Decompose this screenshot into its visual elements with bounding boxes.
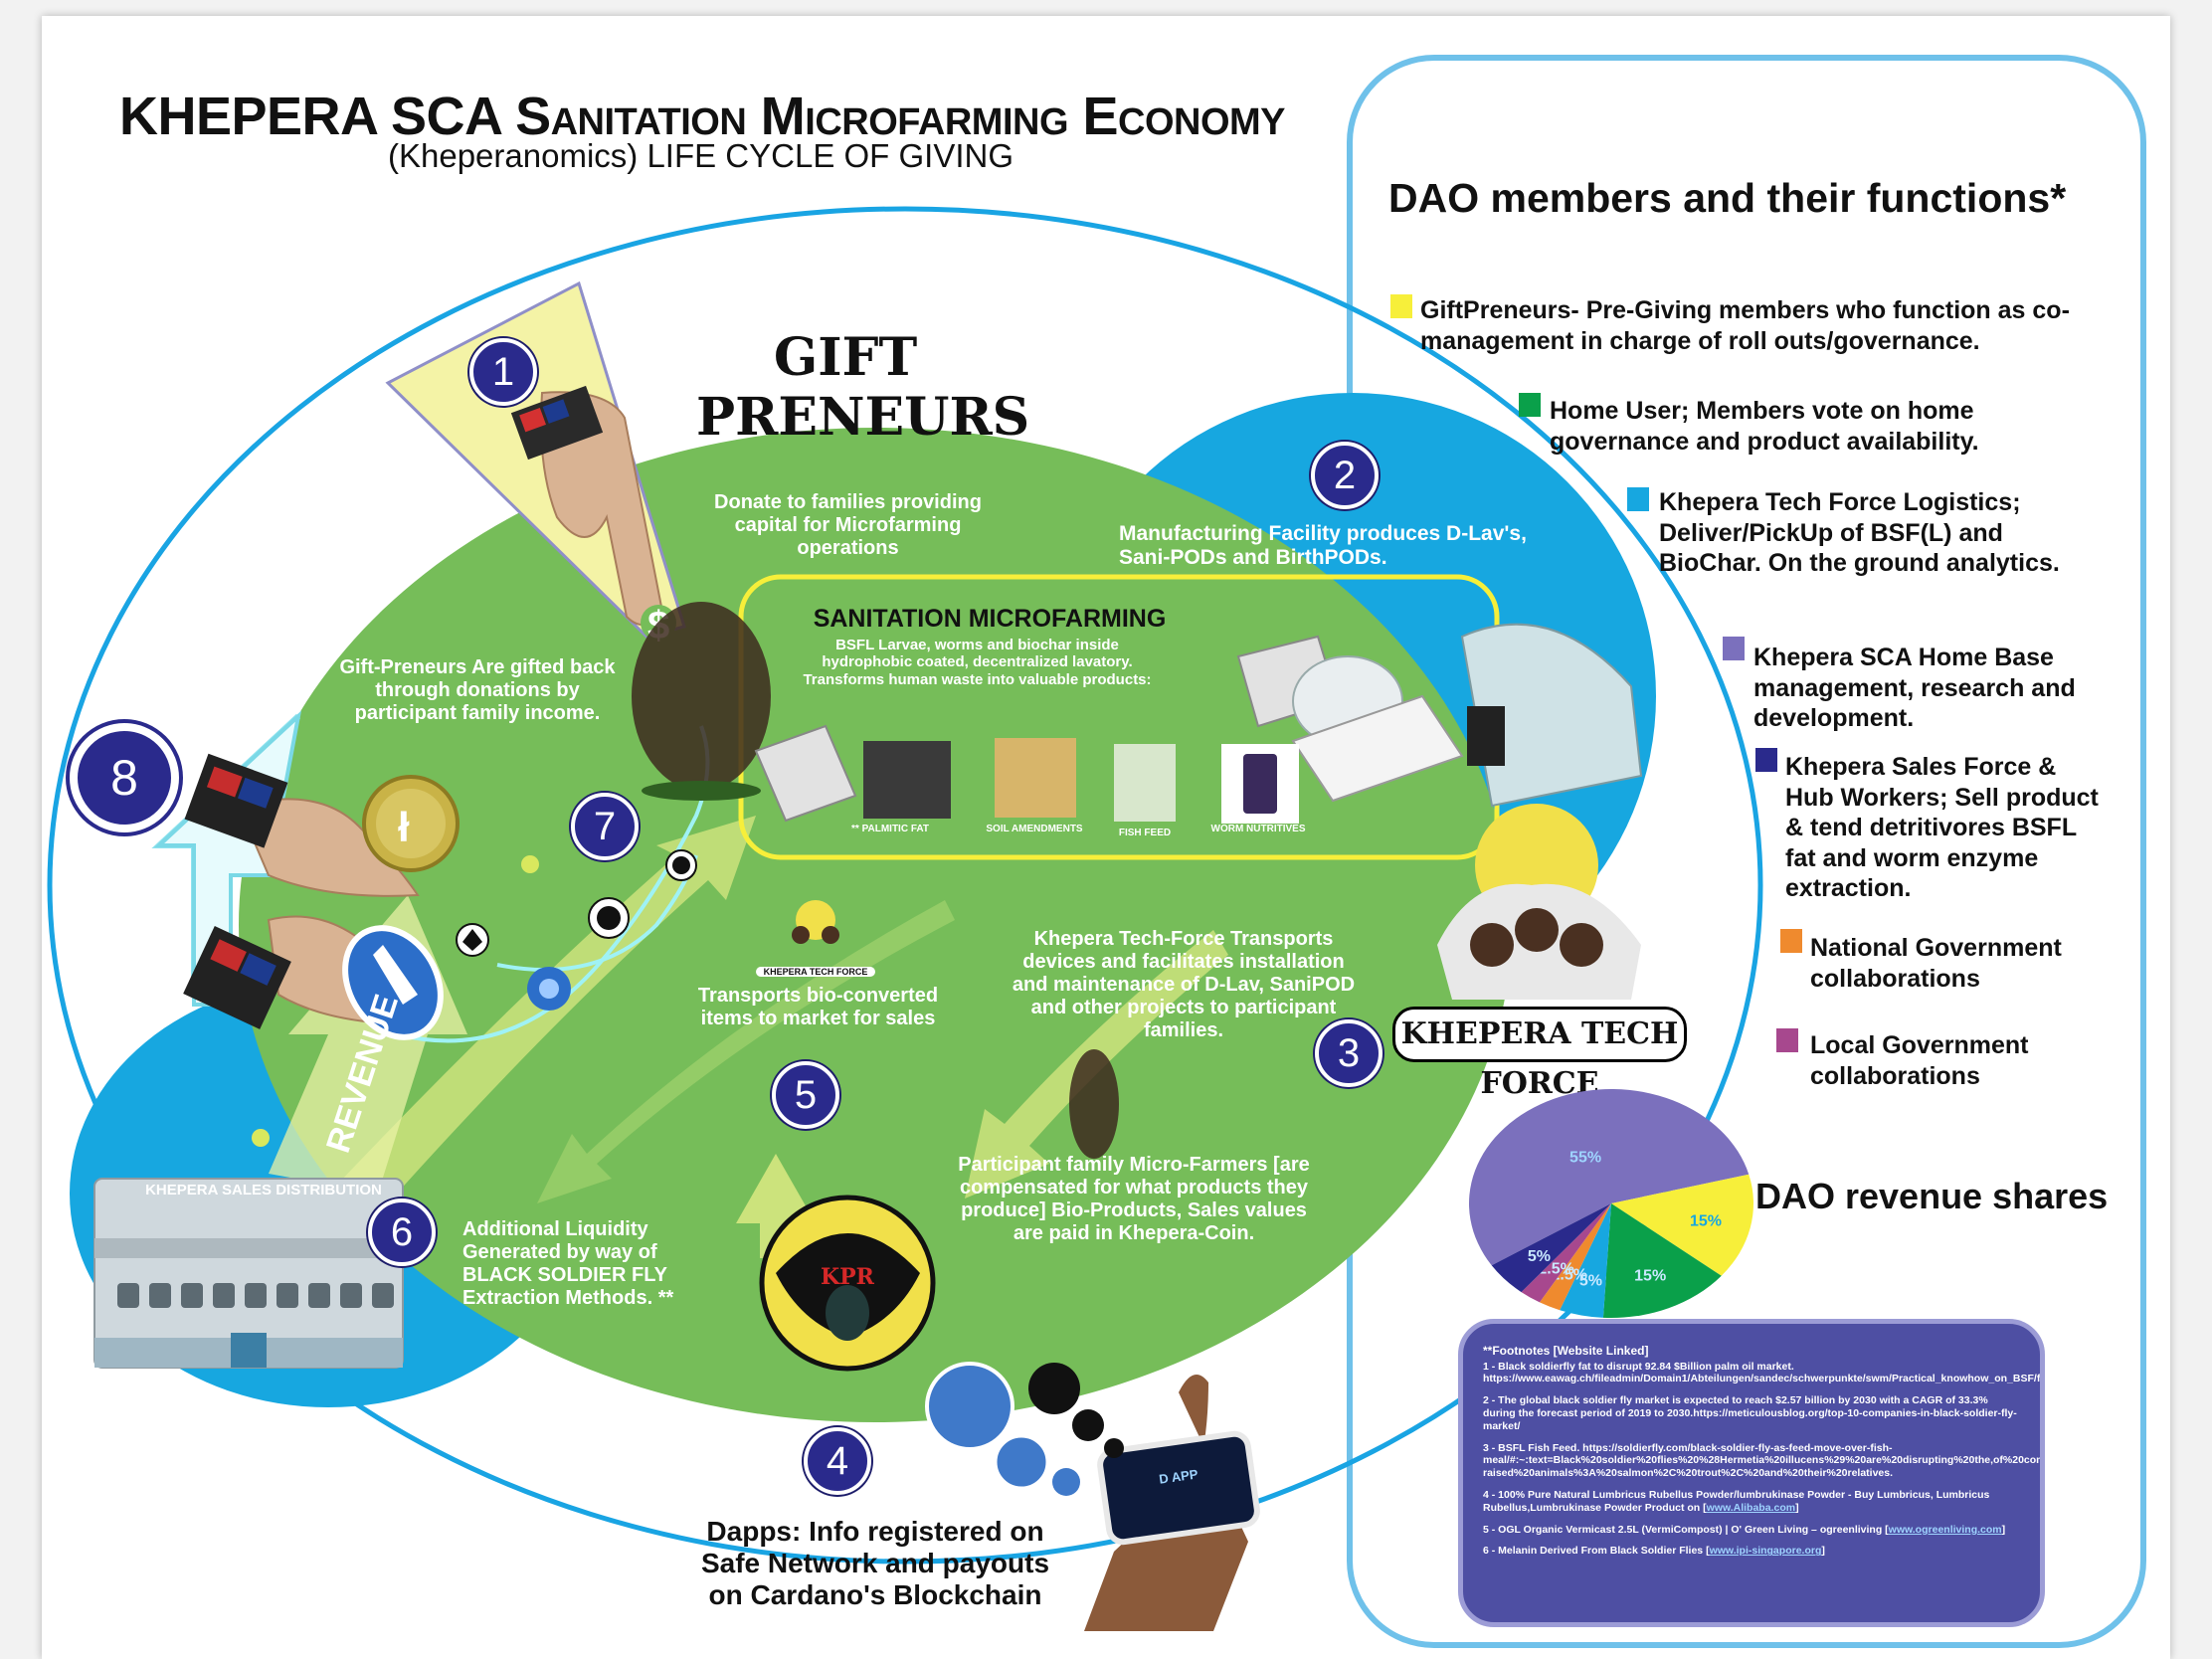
product-palmitic-fat-image xyxy=(863,741,951,819)
legend-local-gov: Local Government collaborations xyxy=(1810,1031,2029,1090)
step-3-badge: 3 xyxy=(1315,1019,1382,1087)
legend-swatch-giftpreneurs xyxy=(1390,294,1412,318)
legend-sales-force: Khepera Sales Force & Hub Workers; Sell … xyxy=(1785,753,2099,902)
footnote-3: 3 - BSFL Fish Feed. https://soldierfly.c… xyxy=(1483,1441,2045,1480)
tech-transports-text: Khepera Tech-Force Transports devices an… xyxy=(1012,928,1356,1041)
legend-giftpreneurs: GiftPreneurs- Pre-Giving members who fun… xyxy=(1420,296,2070,355)
sales-distribution-label: KHEPERA SALES DISTRIBUTION xyxy=(145,1182,382,1198)
legend-swatch-sales-force xyxy=(1755,748,1777,772)
pie-slice-5 xyxy=(1539,1203,1611,1311)
sanitation-title: SANITATION MICROFARMING xyxy=(813,605,1167,633)
pie-label-1: 55% xyxy=(1569,1150,1601,1167)
product-palmitic-fat-label: ** PALMITIC FAT xyxy=(851,824,929,834)
svg-text:ł: ł xyxy=(398,804,410,850)
product-fish-feed-image xyxy=(1114,744,1176,822)
legend-swatch-national-gov xyxy=(1780,929,1802,953)
pie-label-3: 15% xyxy=(1634,1268,1666,1285)
d-lav-device xyxy=(754,724,857,823)
dao-revenue-pie-chart: 55%15%15%5%2.5%2.5%5% xyxy=(1469,1089,1753,1318)
product-worm-label: WORM NUTRITIVES xyxy=(1210,824,1306,834)
legend-swatch-home-user xyxy=(1519,393,1541,417)
pie-slice-2 xyxy=(1611,1174,1753,1276)
step-1-badge: 1 xyxy=(469,338,537,406)
micro-farmers-text: Participant family Micro-Farmers [are co… xyxy=(958,1154,1310,1244)
step-6-badge: 6 xyxy=(368,1198,436,1266)
legend-swatch-tech-force xyxy=(1627,487,1649,511)
liquidity-text: Additional Liquidity Generated by way of… xyxy=(462,1218,674,1309)
product-soil-image xyxy=(995,738,1076,818)
pie-slice-4 xyxy=(1560,1203,1611,1318)
dapp-phone xyxy=(1097,1430,1260,1546)
legend-home-user: Home User; Members vote on home governan… xyxy=(1550,397,1979,456)
footnote-1: 1 - Black soldierfly fat to disrupt 92.8… xyxy=(1483,1360,2045,1385)
legend-national-gov: National Government collaborations xyxy=(1810,934,2062,993)
pie-slice-1 xyxy=(1469,1089,1750,1266)
subtitle: (Kheperanomics) LIFE CYCLE OF GIVING xyxy=(388,137,1014,174)
cycle-outline xyxy=(47,206,1763,1565)
kpr-label: KPR xyxy=(821,1264,874,1290)
dapps-text: Dapps: Info registered on Safe Network a… xyxy=(700,1516,1050,1611)
greenhouse-dome xyxy=(1460,623,1643,808)
step-5-badge: 5 xyxy=(772,1061,839,1129)
legend-swatch-local-gov xyxy=(1776,1028,1798,1052)
footnote-6: 6 - Melanin Derived From Black Soldier F… xyxy=(1483,1545,1825,1558)
product-soil-label: SOIL AMENDMENTS xyxy=(986,824,1083,834)
pie-label-4: 5% xyxy=(1579,1272,1602,1289)
product-fish-feed-label: FISH FEED xyxy=(1118,828,1172,838)
birthpod-platform xyxy=(1291,694,1464,803)
legend-swatch-home-base xyxy=(1723,637,1745,660)
manufacturing-text: Manufacturing Facility produces D-Lav's,… xyxy=(1119,522,1527,570)
step-2-badge: 2 xyxy=(1311,442,1379,509)
step-7-badge: 7 xyxy=(571,793,639,860)
family-figures xyxy=(632,602,771,791)
footnotes-box: **Footnotes [Website Linked] 1 - Black s… xyxy=(1458,1319,2045,1627)
pie-label-2: 15% xyxy=(1690,1213,1722,1230)
footnote-link-5[interactable]: www.ogreenliving.com xyxy=(1888,1523,2002,1536)
pie-label-7: 5% xyxy=(1528,1248,1551,1265)
pie-slice-7 xyxy=(1491,1203,1611,1293)
tech-force-small-badge: KHEPERA TECH FORCE xyxy=(756,967,875,978)
pie-slice-6 xyxy=(1521,1203,1611,1303)
donate-text: Donate to families providing capital for… xyxy=(714,491,982,559)
footnote-link-6[interactable]: www.ipi-singapore.org xyxy=(1709,1545,1822,1558)
safe-network-token xyxy=(925,1362,1014,1451)
gifted-back-text: Gift-Preneurs Are gifted back through do… xyxy=(339,656,616,724)
footnote-2: 2 - The global black soldier fly market … xyxy=(1483,1394,2017,1432)
tech-force-badge: KHEPERA TECH FORCE xyxy=(1392,1007,1687,1101)
step-4-badge: 4 xyxy=(804,1427,871,1495)
footnotes-header: **Footnotes [Website Linked] xyxy=(1483,1344,1649,1358)
footnote-5: 5 - OGL Organic Vermicast 2.5L (VermiCom… xyxy=(1483,1523,2006,1536)
footnote-link-4[interactable]: www.Alibaba.com xyxy=(1706,1501,1796,1514)
step-8-badge: 8 xyxy=(70,723,179,832)
legend-home-base: Khepera SCA Home Base management, resear… xyxy=(1753,644,2076,732)
product-worm-image xyxy=(1221,744,1299,824)
pie-slice-3 xyxy=(1602,1203,1722,1318)
footnote-4: 4 - 100% Pure Natural Lumbricus Rubellus… xyxy=(1483,1489,1990,1514)
transports-text: Transports bio-converted items to market… xyxy=(697,985,939,1029)
up-arrow-5 xyxy=(736,1154,816,1258)
pie-chart-title: DAO revenue shares xyxy=(1755,1176,2109,1216)
main-title: KHEPERA SCA Sanitation Microfarming Econ… xyxy=(119,87,1286,146)
dao-title: DAO members and their functions* xyxy=(1388,175,2067,221)
sanitation-description: BSFL Larvae, worms and biochar inside hy… xyxy=(803,637,1152,688)
donor-hand xyxy=(540,391,663,626)
legend-tech-force: Khepera Tech Force Logistics; Deliver/Pi… xyxy=(1659,488,2060,577)
